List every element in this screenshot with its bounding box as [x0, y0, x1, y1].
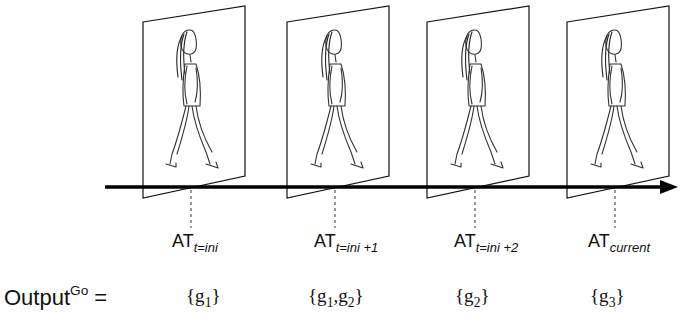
frame-3: [427, 6, 529, 198]
label-text: AT: [314, 231, 336, 251]
label-text: AT: [454, 231, 476, 251]
subscript-text: 2: [348, 295, 355, 310]
label-text: {g: [590, 285, 609, 306]
subscript-text: 1: [205, 295, 212, 310]
time-label: ATt=ini: [172, 232, 218, 254]
tick-lines: [191, 190, 615, 228]
label-text: }: [480, 285, 489, 306]
subscript-text: 2: [474, 295, 481, 310]
time-label: ATcurrent: [588, 232, 650, 254]
subscript-text: 3: [609, 295, 616, 310]
axis-arrowhead: [660, 180, 678, 194]
label-text: }: [615, 285, 624, 306]
subscript-text: t=ini +2: [476, 240, 519, 255]
frame-2: [287, 6, 389, 198]
time-axis: [105, 185, 664, 189]
subscript-text: t=ini: [194, 240, 218, 255]
subscript-text: current: [610, 240, 650, 255]
label-text: AT: [588, 231, 610, 251]
subscript-text: 1: [327, 295, 334, 310]
label-text: =: [94, 285, 107, 310]
label-text: {g: [186, 285, 205, 306]
label-text: {g: [455, 285, 474, 306]
label-text: Output: [4, 285, 70, 310]
label-text: {g: [308, 285, 327, 306]
output-set: {g2}: [455, 286, 490, 309]
output-label: OutputGo =: [4, 284, 107, 309]
label-text: AT: [172, 231, 194, 251]
label-text: }: [211, 285, 220, 306]
frame-4: [567, 6, 669, 198]
output-set: {g1}: [186, 286, 221, 309]
label-text: }: [355, 285, 364, 306]
subscript-text: t=ini +1: [336, 240, 379, 255]
label-text: ,g: [333, 285, 347, 306]
time-label: ATt=ini +2: [454, 232, 518, 254]
output-set: {g3}: [590, 286, 625, 309]
frame-1: [143, 6, 245, 198]
time-label: ATt=ini +1: [314, 232, 378, 254]
superscript-text: Go: [70, 283, 88, 298]
output-set: {g1,g2}: [308, 286, 364, 309]
